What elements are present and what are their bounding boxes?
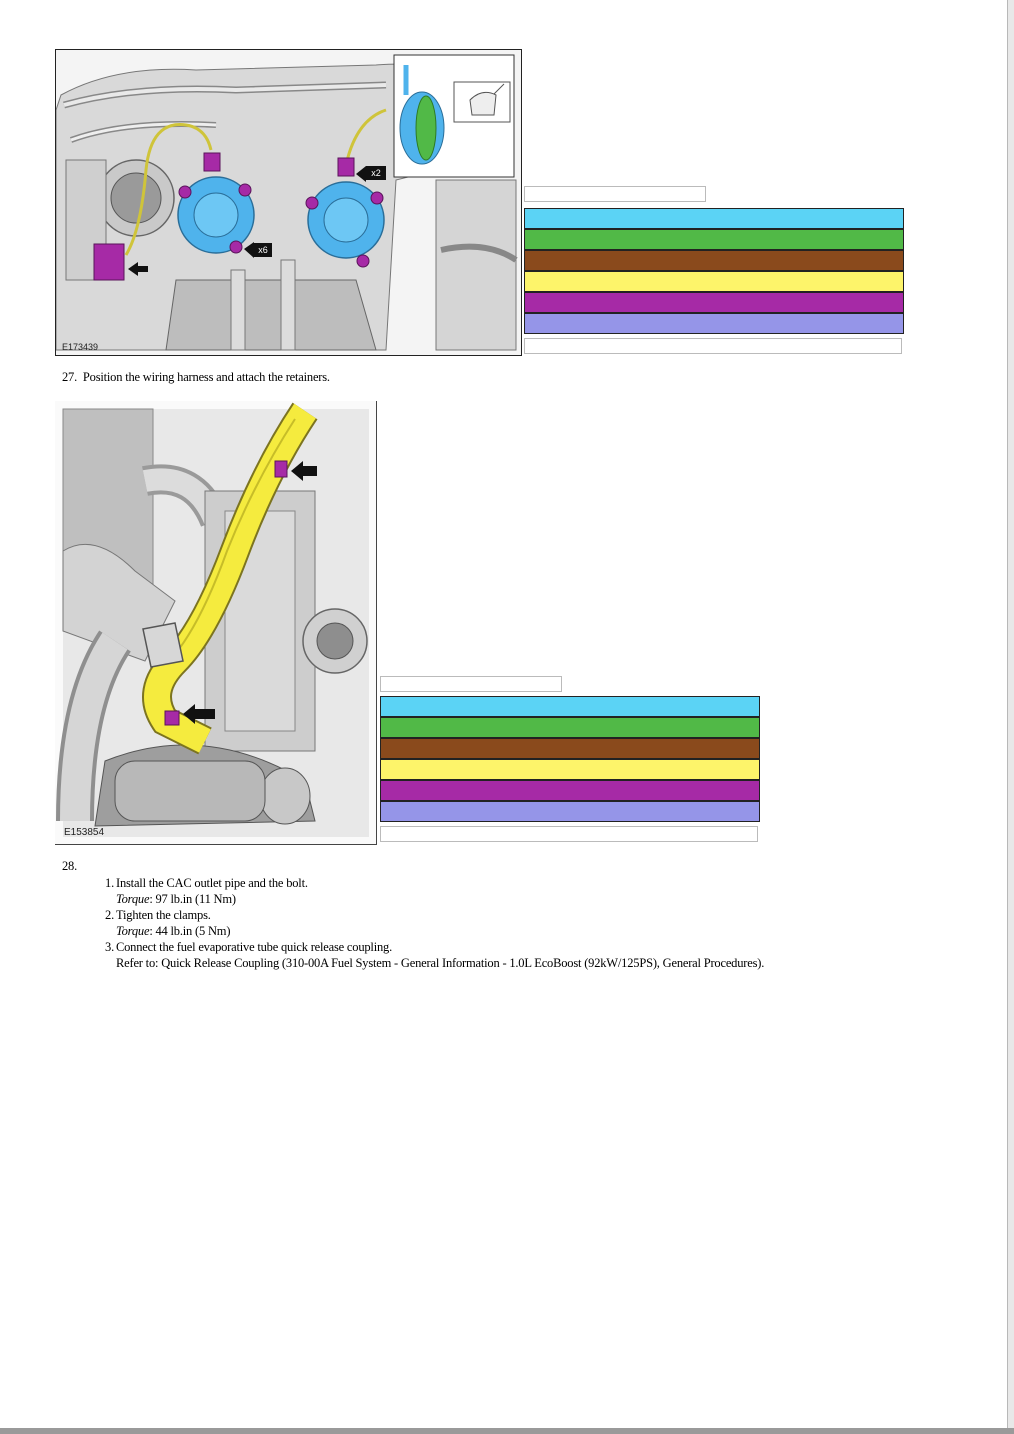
torque-label: Torque [116,924,150,938]
legend-title-box [380,676,562,692]
engine-illustration-2 [56,402,369,837]
step-27: 27. Position the wiring harness and atta… [62,370,330,385]
substep-2-torque: Torque: 44 lb.in (5 Nm) [116,923,230,939]
legend-swatch-blue [380,696,760,717]
callout-x6-label: x6 [258,245,268,255]
engine-figure-1: E173439 x2 x6 [55,49,522,356]
page-right-edge [1007,0,1014,1434]
legend-swatch-purple [380,780,760,801]
engine-figure-2: E153854 [55,401,377,845]
figure-id-label: E173439 [62,342,99,352]
legend-swatch-green [524,229,904,250]
legend-swatch-blue [524,208,904,229]
legend-swatch-yellow [380,759,760,780]
step-28-number: 28. [62,859,78,873]
figure-id-label: E153854 [64,827,105,838]
substep-1-torque: Torque: 97 lb.in (11 Nm) [116,891,236,907]
torque-value: : 97 lb.in (11 Nm) [149,892,236,906]
legend-swatch-yellow [524,271,904,292]
legend-swatch-brown [524,250,904,271]
callout-x2-badge: x2 [366,166,386,180]
legend-swatch-lavender [380,801,760,822]
color-legend-2 [380,676,760,846]
callout-x2-label: x2 [371,168,381,178]
legend-swatch-purple [524,292,904,313]
substep-3-reference-link[interactable]: Refer to: Quick Release Coupling (310-00… [116,956,765,970]
step-28: 28. [62,859,77,874]
substep-1-text: Install the CAC outlet pipe and the bolt… [116,876,308,890]
substep-2-text: Tighten the clamps. [116,908,211,922]
color-legend-1 [524,186,904,356]
callout-x6-badge: x6 [254,243,272,257]
legend-title-box [524,186,706,202]
substep-2-number: 2. [105,908,114,922]
page-bottom-edge [0,1428,1014,1434]
torque-value: : 44 lb.in (5 Nm) [149,924,231,938]
step-27-text: Position the wiring harness and attach t… [82,370,330,384]
legend-footer-box [380,826,758,842]
substep-3-number: 3. [105,940,114,954]
engine-illustration-1 [56,50,521,355]
substep-3-text: Connect the fuel evaporative tube quick … [116,940,392,954]
step-27-number: 27. [62,370,78,384]
legend-footer-box [524,338,902,354]
legend-swatch-brown [380,738,760,759]
legend-swatch-green [380,717,760,738]
substep-1-number: 1. [105,876,114,890]
torque-label: Torque [116,892,150,906]
legend-swatch-lavender [524,313,904,334]
